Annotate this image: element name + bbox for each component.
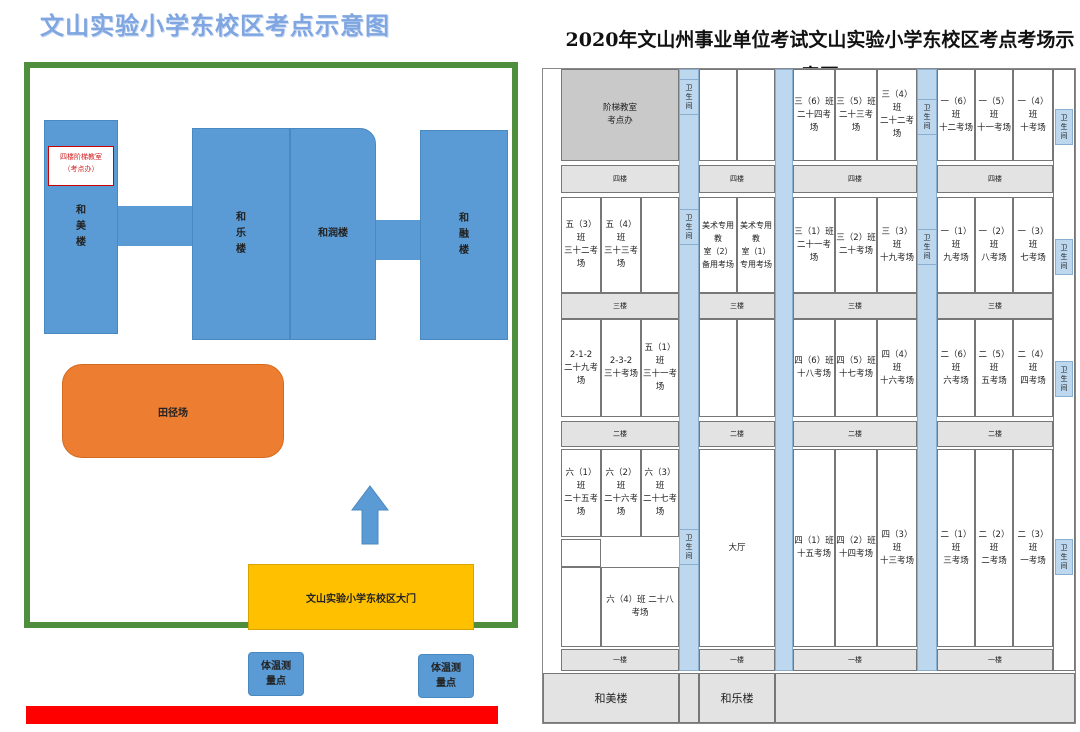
floor-label: 四楼: [793, 165, 917, 193]
campus-wall-bottom-left: [24, 622, 248, 628]
entrance-arrow-icon: [351, 485, 389, 545]
floor-label: 一楼: [937, 649, 1053, 671]
main-gate[interactable]: 文山实验小学东校区大门: [248, 564, 474, 630]
room-stair-classroom[interactable]: 阶梯教室 考点办: [561, 69, 679, 161]
building-label-hemei: 和美楼: [543, 673, 679, 723]
floor-label: 四楼: [561, 165, 679, 193]
room[interactable]: 二（3）班 一考场: [1013, 449, 1053, 647]
room-empty: [641, 197, 679, 293]
toilet: 卫 生 间: [917, 229, 937, 265]
toilet: 卫 生 间: [679, 529, 699, 565]
floor-label: 四楼: [699, 165, 775, 193]
room[interactable]: 一（6）班 十二考场: [937, 69, 975, 161]
floor-label: 三楼: [793, 293, 917, 319]
room-empty: [561, 567, 601, 647]
room[interactable]: 六（3）班 二十七考场: [641, 449, 679, 537]
room[interactable]: 四（2）班 十四考场: [835, 449, 877, 647]
floor-label: 二楼: [793, 421, 917, 447]
floor-label: 一楼: [561, 649, 679, 671]
room[interactable]: 二（1）班 三考场: [937, 449, 975, 647]
exam-plan: 阶梯教室 考点办 四楼 五（3）班 三十二考场 五（4）班 三十三考场 三楼 2…: [542, 68, 1076, 724]
room-empty: [699, 69, 737, 161]
building-hele[interactable]: 和 乐 楼: [192, 128, 290, 340]
band-spacer: [679, 673, 699, 723]
room[interactable]: 二（4）班 四考场: [1013, 319, 1053, 417]
building-herong[interactable]: 和 融 楼: [420, 130, 508, 340]
room-empty: [561, 539, 601, 567]
room-empty: [737, 69, 775, 161]
floor-label: 二楼: [561, 421, 679, 447]
campus-map-title: 文山实验小学东校区考点示意图: [40, 11, 390, 40]
room[interactable]: 三（4）班 二十二考场: [877, 69, 917, 161]
connector-herun-herong: [376, 220, 420, 260]
room[interactable]: 四（4）班 十六考场: [877, 319, 917, 417]
campus-wall: [24, 62, 518, 628]
sports-field[interactable]: 田径场: [62, 364, 284, 458]
floor-label: 二楼: [699, 421, 775, 447]
room[interactable]: 四（5）班 十七考场: [835, 319, 877, 417]
room[interactable]: 五（4）班 三十三考场: [601, 197, 641, 293]
room[interactable]: 一（1）班 九考场: [937, 197, 975, 293]
toilet: 卫 生 间: [1055, 361, 1073, 397]
floor-label: 三楼: [561, 293, 679, 319]
room-empty: [699, 319, 737, 417]
room[interactable]: 美术专用教 室（2） 备用考场: [699, 197, 737, 293]
toilet: 卫 生 间: [679, 79, 699, 115]
corridor-toilet: [917, 69, 937, 671]
toilet: 卫 生 间: [1055, 539, 1073, 575]
exam-plan-title: 2020年文山州事业单位考试文山实验小学东校区考点考场示意图: [565, 29, 1075, 87]
room[interactable]: 六（4）班 二十八考场: [601, 567, 679, 647]
road: [26, 706, 498, 724]
floor-label: 一楼: [699, 649, 775, 671]
hall[interactable]: 大厅: [699, 449, 775, 647]
toilet: 卫 生 间: [917, 99, 937, 135]
room[interactable]: 三（6）班 二十四考场: [793, 69, 835, 161]
room[interactable]: 五（3）班 三十二考场: [561, 197, 601, 293]
campus-wall-bottom-right: [472, 622, 518, 628]
temperature-point-left[interactable]: 体温测 量点: [248, 652, 304, 696]
toilet: 卫 生 间: [679, 209, 699, 245]
floor-label: 一楼: [793, 649, 917, 671]
room[interactable]: 六（2）班 二十六考场: [601, 449, 641, 537]
room[interactable]: 三（2）班 二十考场: [835, 197, 877, 293]
building-herun[interactable]: 和润楼: [290, 128, 376, 340]
room[interactable]: 一（3）班 七考场: [1013, 197, 1053, 293]
toilet: 卫 生 间: [1055, 109, 1073, 145]
corridor: [775, 69, 793, 671]
room[interactable]: 四（1）班 十五考场: [793, 449, 835, 647]
corridor-toilet: [679, 69, 699, 671]
room[interactable]: 2-1-2 二十九考场: [561, 319, 601, 417]
room[interactable]: 二（6）班 六考场: [937, 319, 975, 417]
room[interactable]: 四（6）班 十八考场: [793, 319, 835, 417]
floor-label: 四楼: [937, 165, 1053, 193]
toilet: 卫 生 间: [1055, 239, 1073, 275]
office-sign: 四楼阶梯教室 （考点办）: [48, 146, 114, 186]
room[interactable]: 一（2）班 八考场: [975, 197, 1013, 293]
room[interactable]: 一（4）班 十考场: [1013, 69, 1053, 161]
building-label-hele: 和乐楼: [699, 673, 775, 723]
room-empty: [737, 319, 775, 417]
room[interactable]: 二（2）班 二考场: [975, 449, 1013, 647]
room[interactable]: 三（1）班 二十一考场: [793, 197, 835, 293]
room[interactable]: 美术专用教 室（1） 专用考场: [737, 197, 775, 293]
temperature-point-right[interactable]: 体温测 量点: [418, 654, 474, 698]
floor-label: 三楼: [699, 293, 775, 319]
room[interactable]: 六（1）班 二十五考场: [561, 449, 601, 537]
room[interactable]: 三（3）班 十九考场: [877, 197, 917, 293]
room[interactable]: 四（3）班 十三考场: [877, 449, 917, 647]
connector-hemei-hele: [118, 206, 192, 246]
band-rest: [775, 673, 1075, 723]
room[interactable]: 五（1）班 三十一考场: [641, 319, 679, 417]
room[interactable]: 一（5）班 十一考场: [975, 69, 1013, 161]
room[interactable]: 三（5）班 二十三考场: [835, 69, 877, 161]
room[interactable]: 二（5）班 五考场: [975, 319, 1013, 417]
room[interactable]: 2-3-2 三十考场: [601, 319, 641, 417]
floor-label: 二楼: [937, 421, 1053, 447]
floor-label: 三楼: [937, 293, 1053, 319]
